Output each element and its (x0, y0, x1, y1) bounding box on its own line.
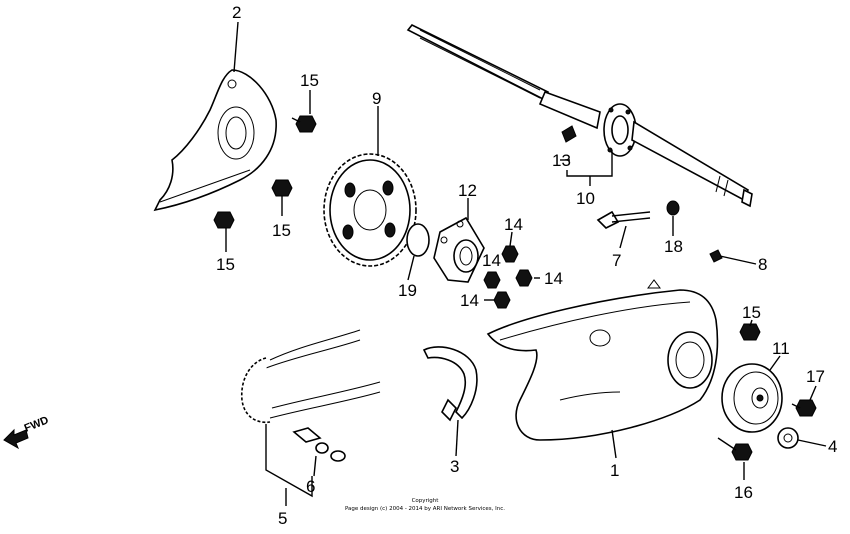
callout-19: 19 (398, 281, 417, 300)
callout-14-top: 14 (504, 215, 523, 234)
callout-15-middle: 15 (272, 221, 291, 240)
brake-disc-guard (153, 69, 277, 212)
callout-9: 9 (372, 89, 381, 108)
rear-axle (406, 23, 753, 208)
callout-2: 2 (232, 3, 241, 22)
callout-13: 13 (552, 151, 571, 170)
oil-seal (406, 223, 430, 257)
pulley-hardware (717, 399, 817, 461)
callout-17: 17 (806, 367, 825, 386)
callout-14-right: 14 (544, 269, 563, 288)
callout-6: 6 (306, 477, 315, 496)
sprocket-nuts (483, 245, 533, 309)
callout-15-right: 15 (742, 303, 761, 322)
chain-case (486, 279, 719, 441)
chain-master-link (292, 427, 346, 462)
callout-14-bottom: 14 (460, 291, 479, 310)
callout-3: 3 (450, 457, 459, 476)
driven-sprocket (323, 153, 417, 267)
callout-7: 7 (612, 251, 621, 270)
callout-labels: 1 2 3 4 5 6 7 8 9 10 11 12 13 14 14 14 1… (216, 3, 837, 528)
callout-11: 11 (772, 339, 790, 358)
drive-pulley (721, 363, 783, 433)
copyright-line-2: Page design (c) 2004 - 2014 by ARI Netwo… (345, 506, 505, 512)
drive-chain (241, 329, 381, 424)
sprocket-hub (433, 216, 485, 283)
chain-guide (422, 346, 478, 422)
guard-bolts (213, 115, 761, 341)
callout-14-left: 14 (482, 251, 501, 270)
callout-16: 16 (734, 483, 753, 502)
callout-18: 18 (664, 237, 683, 256)
fwd-arrow-icon (3, 428, 29, 450)
callout-5: 5 (278, 509, 287, 528)
callout-15-left: 15 (216, 255, 235, 274)
copyright-line-1: Copyright (412, 498, 440, 504)
callout-4: 4 (828, 437, 837, 456)
callout-10: 10 (576, 189, 595, 208)
copyright-notice: Copyright Page design (c) 2004 - 2014 by… (345, 498, 505, 512)
callout-12: 12 (458, 181, 477, 200)
callout-1: 1 (610, 461, 619, 480)
leader-lines (225, 21, 827, 506)
fwd-label: FWD (23, 414, 51, 435)
forward-direction-indicator: FWD (3, 414, 51, 450)
callout-15-top: 15 (300, 71, 319, 90)
adjuster-parts (596, 200, 723, 263)
callout-8: 8 (758, 255, 767, 274)
